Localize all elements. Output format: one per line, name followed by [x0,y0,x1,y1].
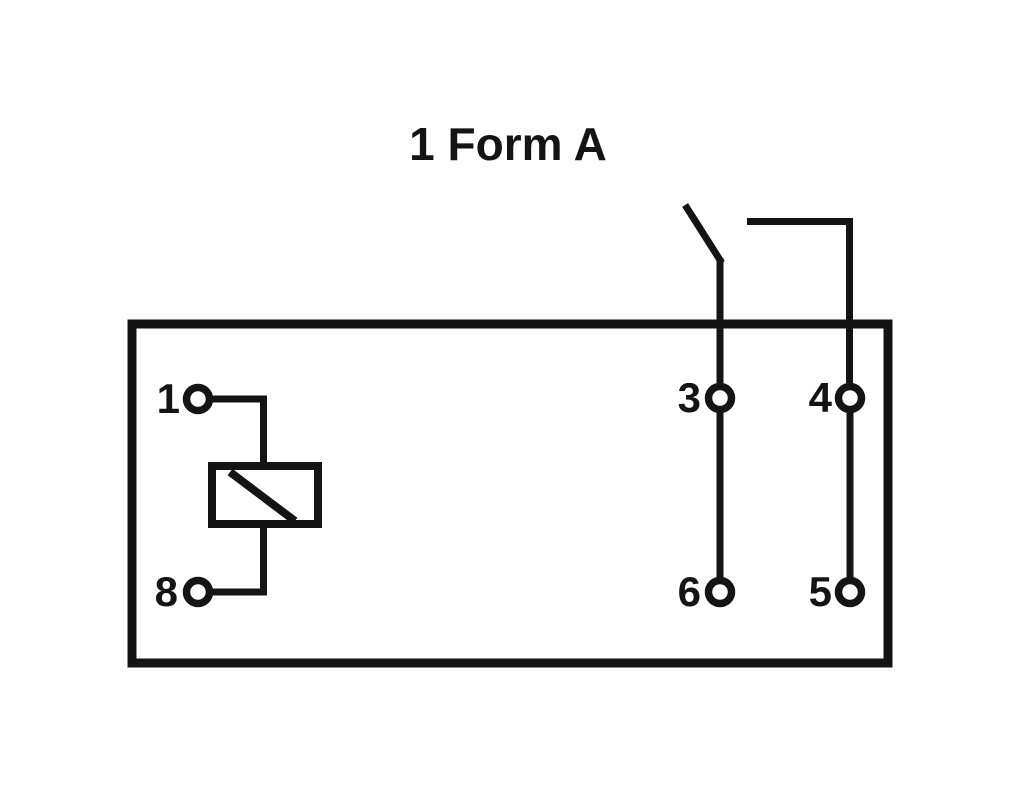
pin5-terminal-circle [834,576,866,608]
pin8-label: 8 [155,568,178,615]
pin1-label: 1 [157,375,180,422]
fixed-contact-wire [747,218,853,383]
pin8-terminal-circle [182,576,214,608]
pin3-terminal-circle [704,382,736,414]
pin4-terminal-circle [834,382,866,414]
pin6-terminal-circle [704,576,736,608]
pin5-label: 5 [809,568,832,615]
pin1-to-coil-wire [212,395,267,466]
pin3-label: 3 [678,374,701,421]
diagram-title: 1 Form A [409,118,607,170]
switch-blade [682,203,725,265]
coil-to-pin8-wire [212,524,267,596]
relay-body-outline [127,319,893,668]
pin1-terminal-circle [182,383,214,415]
pin6-label: 6 [678,568,701,615]
pin4-label: 4 [809,374,833,421]
coil-diagonal-line [227,468,298,525]
